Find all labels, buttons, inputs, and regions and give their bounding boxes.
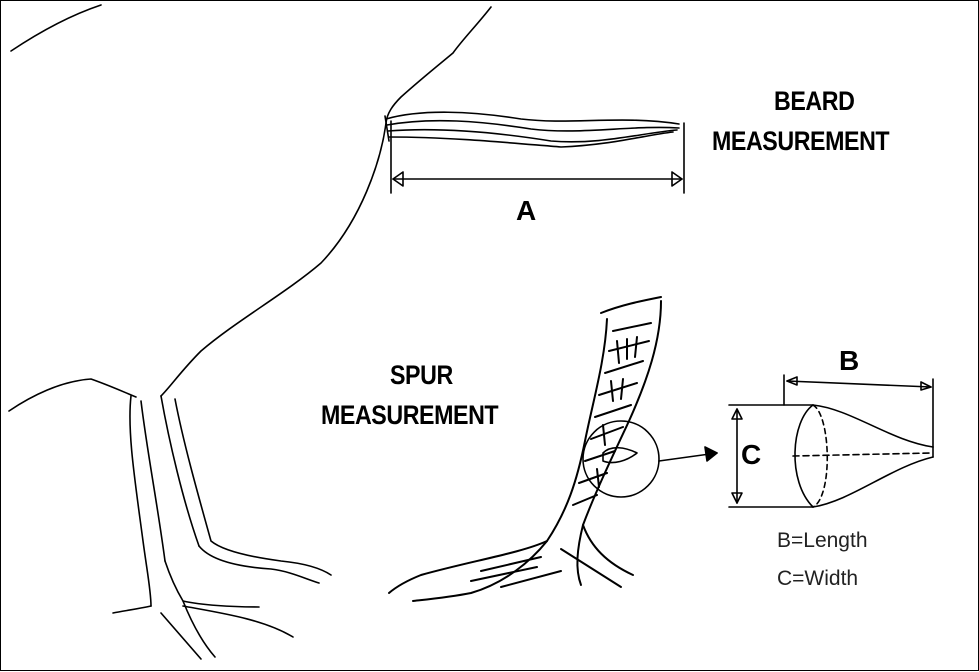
beard-dimension-label: A (516, 195, 536, 227)
legend-width: C=Width (777, 566, 858, 591)
beard-drawing (385, 112, 679, 147)
beard-dimension-a (391, 121, 684, 193)
spur-detail-drawing (793, 405, 933, 507)
beard-title-line1: BEARD (774, 85, 854, 117)
spur-drawing (603, 448, 637, 463)
turkey-legs-outline (113, 396, 331, 659)
spur-leg-drawing (389, 297, 661, 601)
turkey-back-outline (11, 5, 101, 51)
spur-width-label: C (741, 439, 761, 471)
turkey-belly-outline (9, 379, 136, 411)
spur-title-line1: SPUR (390, 359, 453, 391)
turkey-breast-outline (161, 7, 491, 396)
spur-length-label: B (839, 345, 859, 377)
legend-length: B=Length (777, 528, 868, 553)
spur-title-line2: MEASUREMENT (321, 399, 498, 431)
spur-circle (583, 421, 659, 497)
beard-title-line2: MEASUREMENT (712, 125, 889, 157)
